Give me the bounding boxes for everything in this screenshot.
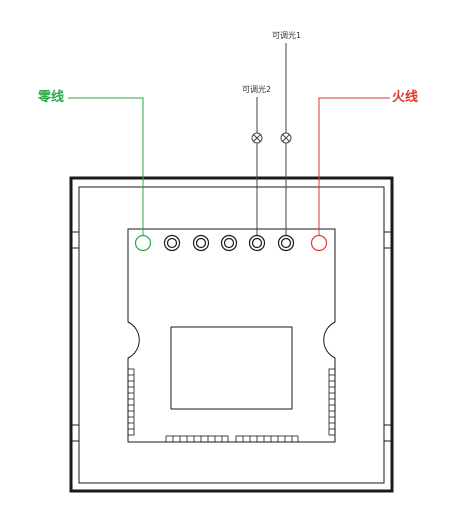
frame-side-tabs <box>71 231 392 442</box>
terminal-3 <box>220 234 238 252</box>
left-pin-strip <box>127 368 135 436</box>
terminal-2 <box>192 234 210 252</box>
dimmer-2-lamp-icon <box>251 132 263 144</box>
terminal-live <box>310 234 328 252</box>
bottom-pin-strip-left <box>165 435 229 443</box>
bottom-pin-strip-right <box>235 435 299 443</box>
terminal-dimmer-2 <box>248 234 266 252</box>
right-pin-strip <box>328 368 336 436</box>
module-board <box>127 228 336 443</box>
live-wire <box>318 97 390 235</box>
switch-inner-frame <box>78 186 385 484</box>
live-label: 火线 <box>392 90 419 105</box>
terminal-1 <box>163 234 181 252</box>
neutral-wire <box>68 97 144 235</box>
terminal-neutral <box>134 234 152 252</box>
terminal-dimmer-1 <box>277 234 295 252</box>
neutral-label: 零线 <box>38 90 65 105</box>
display-window <box>170 326 293 410</box>
dimmer-1-lamp-icon <box>280 132 292 144</box>
dimmer-1-label: 可调光1 <box>272 31 302 40</box>
dimmer-2-label: 可调光2 <box>242 85 272 94</box>
switch-outer-frame <box>69 176 394 493</box>
